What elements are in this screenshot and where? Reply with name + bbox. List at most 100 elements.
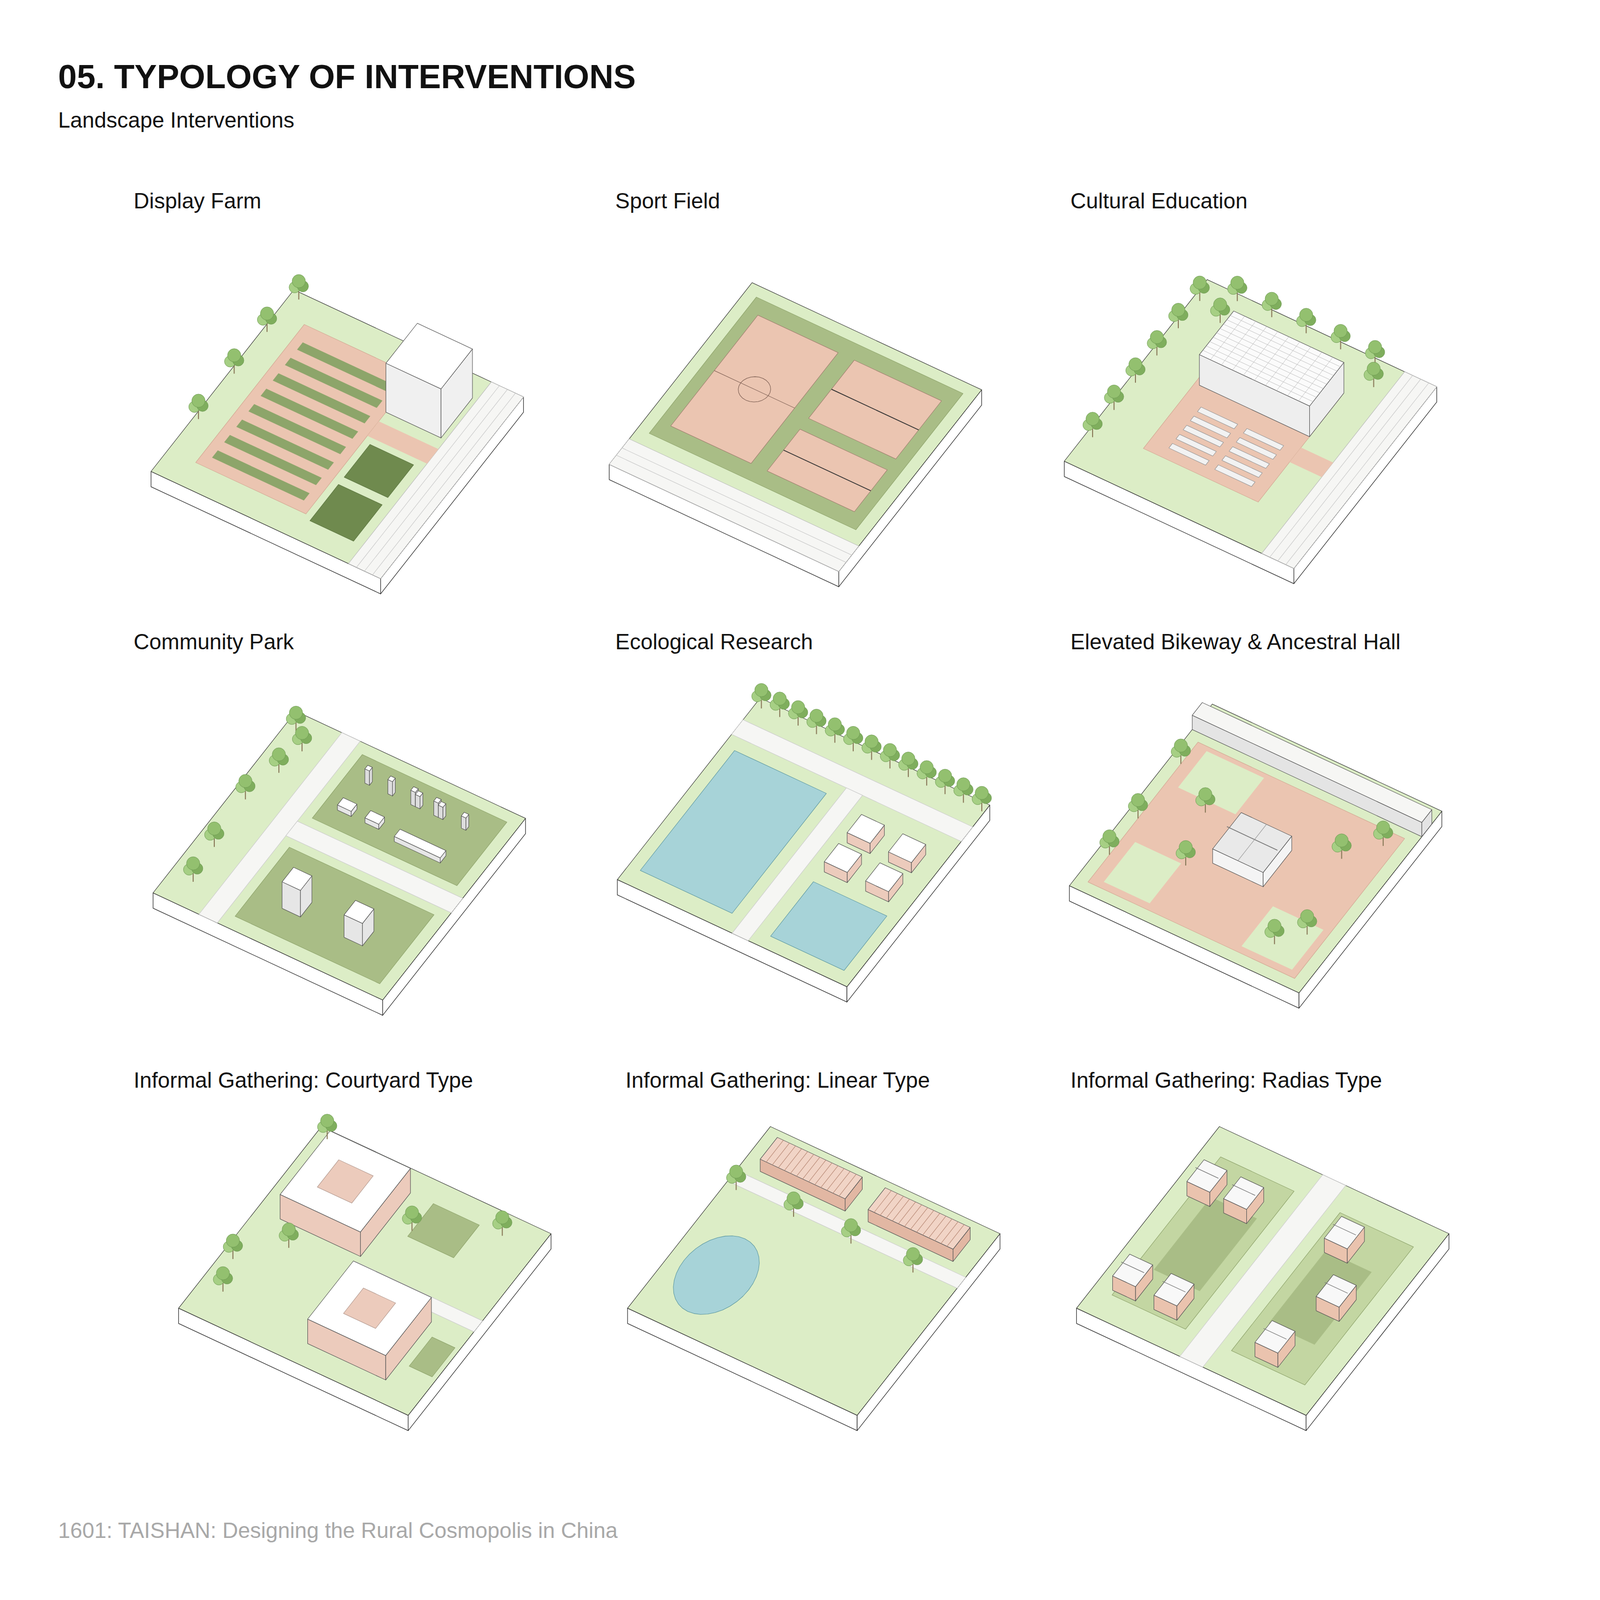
tile-surface xyxy=(195,324,415,515)
tree-crown xyxy=(1150,330,1164,344)
watch-tower xyxy=(385,323,473,389)
fitness-equipment xyxy=(394,829,446,858)
tree xyxy=(726,1165,746,1191)
planting-bed xyxy=(309,484,383,541)
tree xyxy=(279,1222,299,1248)
tree-crown xyxy=(828,717,842,732)
lawn xyxy=(1231,1212,1414,1386)
house xyxy=(1112,1254,1153,1287)
pergola-slat xyxy=(880,1193,898,1216)
playground xyxy=(312,754,507,886)
tile-title: Community Park xyxy=(133,629,294,656)
tree xyxy=(292,726,312,752)
tree xyxy=(1265,919,1285,945)
page-title: 05. TYPOLOGY OF INTERVENTIONS xyxy=(58,56,636,98)
play-structure xyxy=(343,900,374,924)
tree xyxy=(880,743,900,769)
pergola-slat xyxy=(838,1174,857,1197)
pergola-slat xyxy=(904,1204,922,1227)
pergola-slat xyxy=(808,1160,827,1182)
tree-crown xyxy=(1333,324,1348,338)
tree xyxy=(1082,412,1102,438)
tree-crown xyxy=(846,726,861,740)
pergola-slat xyxy=(784,1148,802,1171)
path xyxy=(1289,447,1334,478)
tree xyxy=(1365,340,1385,366)
pergola xyxy=(867,1187,970,1250)
pond xyxy=(640,750,827,914)
tree xyxy=(1128,793,1148,819)
tree-crown xyxy=(956,777,970,792)
tree-crown xyxy=(1334,833,1349,848)
tree xyxy=(1195,787,1215,813)
tree-crown xyxy=(1368,340,1382,354)
intervention-tile-drawing xyxy=(627,1126,1000,1431)
tree-crown xyxy=(207,822,222,836)
swing-post xyxy=(438,801,446,808)
tree-crown xyxy=(906,1247,920,1261)
pergola-slat xyxy=(940,1221,959,1244)
tree-crown xyxy=(1265,292,1279,306)
tree xyxy=(1099,829,1119,855)
tree xyxy=(402,1205,422,1232)
courtyard xyxy=(343,1288,396,1329)
pergola-slat xyxy=(934,1218,953,1241)
tree xyxy=(898,752,918,778)
tree xyxy=(751,683,771,709)
tree-crown xyxy=(1131,793,1145,807)
swing-post xyxy=(415,790,423,797)
tree-crown xyxy=(320,1114,334,1128)
tree-crown xyxy=(191,394,205,408)
pergola-slat xyxy=(766,1140,784,1163)
tile-title: Informal Gathering: Linear Type xyxy=(625,1067,931,1094)
tree-crown xyxy=(1213,298,1227,312)
house xyxy=(1255,1320,1296,1354)
intervention-tile-drawing xyxy=(1076,1126,1449,1431)
tree xyxy=(1332,833,1352,860)
fitness-equipment xyxy=(365,810,385,825)
courtyard-house xyxy=(280,1131,411,1233)
tree xyxy=(953,777,973,803)
intervention-tile-drawing xyxy=(1064,275,1437,584)
intervention-tile: Elevated Bikeway & Ancestral Hall xyxy=(1070,629,1405,658)
tree xyxy=(971,786,992,812)
house-ridge xyxy=(1263,1328,1287,1340)
tree xyxy=(1296,308,1316,334)
swing-post xyxy=(365,768,370,786)
subtitle: Landscape Interventions xyxy=(58,107,295,134)
intervention-tile-drawing xyxy=(1069,702,1442,1008)
tree-crown xyxy=(272,747,286,762)
tree xyxy=(1210,298,1230,324)
tree-crown xyxy=(1300,909,1314,923)
tree-crown xyxy=(1230,276,1244,290)
tree-crown xyxy=(920,760,934,774)
tree xyxy=(235,774,256,800)
tree xyxy=(788,700,808,726)
swing-post xyxy=(387,775,396,782)
tree-crown xyxy=(295,726,309,740)
intervention-tile: Community Park xyxy=(133,629,299,658)
bench xyxy=(1243,428,1284,451)
intervention-tile: Informal Gathering: Linear Type xyxy=(625,1067,934,1096)
tree xyxy=(1168,303,1188,329)
tree xyxy=(1175,840,1196,866)
tree-crown xyxy=(292,274,306,288)
playground xyxy=(234,847,434,984)
court-line xyxy=(738,376,771,402)
pergola-slat xyxy=(874,1190,892,1213)
tree-crown xyxy=(1198,787,1212,801)
tennis-net xyxy=(831,389,919,431)
canopy-grid xyxy=(1226,319,1337,371)
pergola-slat xyxy=(886,1196,904,1218)
tree xyxy=(1125,357,1145,383)
tree xyxy=(1170,738,1191,765)
tree-crown xyxy=(1129,357,1143,371)
tree-crown xyxy=(975,786,989,800)
tree xyxy=(223,1233,243,1260)
canopy-grid xyxy=(1265,341,1300,386)
tree xyxy=(1104,384,1124,410)
tree xyxy=(1147,330,1167,356)
pergola-slat xyxy=(946,1224,965,1247)
tile-ground xyxy=(1064,279,1437,569)
